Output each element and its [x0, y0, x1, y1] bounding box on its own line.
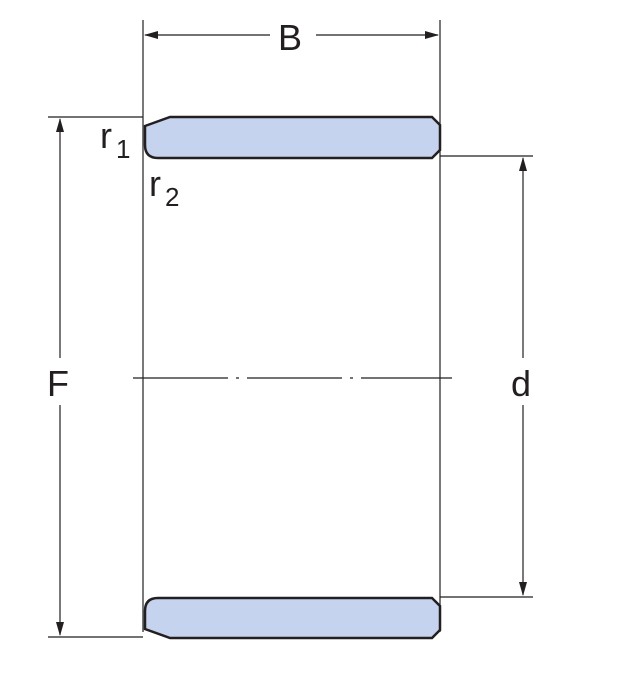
- r2-subscript: 2: [165, 182, 180, 212]
- label-b: B: [278, 17, 303, 58]
- label-d: d: [511, 363, 532, 404]
- r1-letter: r: [100, 115, 112, 156]
- label-f: F: [47, 363, 69, 404]
- r1-subscript: 1: [116, 134, 131, 164]
- top-ring-section: [143, 115, 442, 160]
- bottom-ring-section: [143, 596, 442, 640]
- r2-letter: r: [149, 163, 161, 204]
